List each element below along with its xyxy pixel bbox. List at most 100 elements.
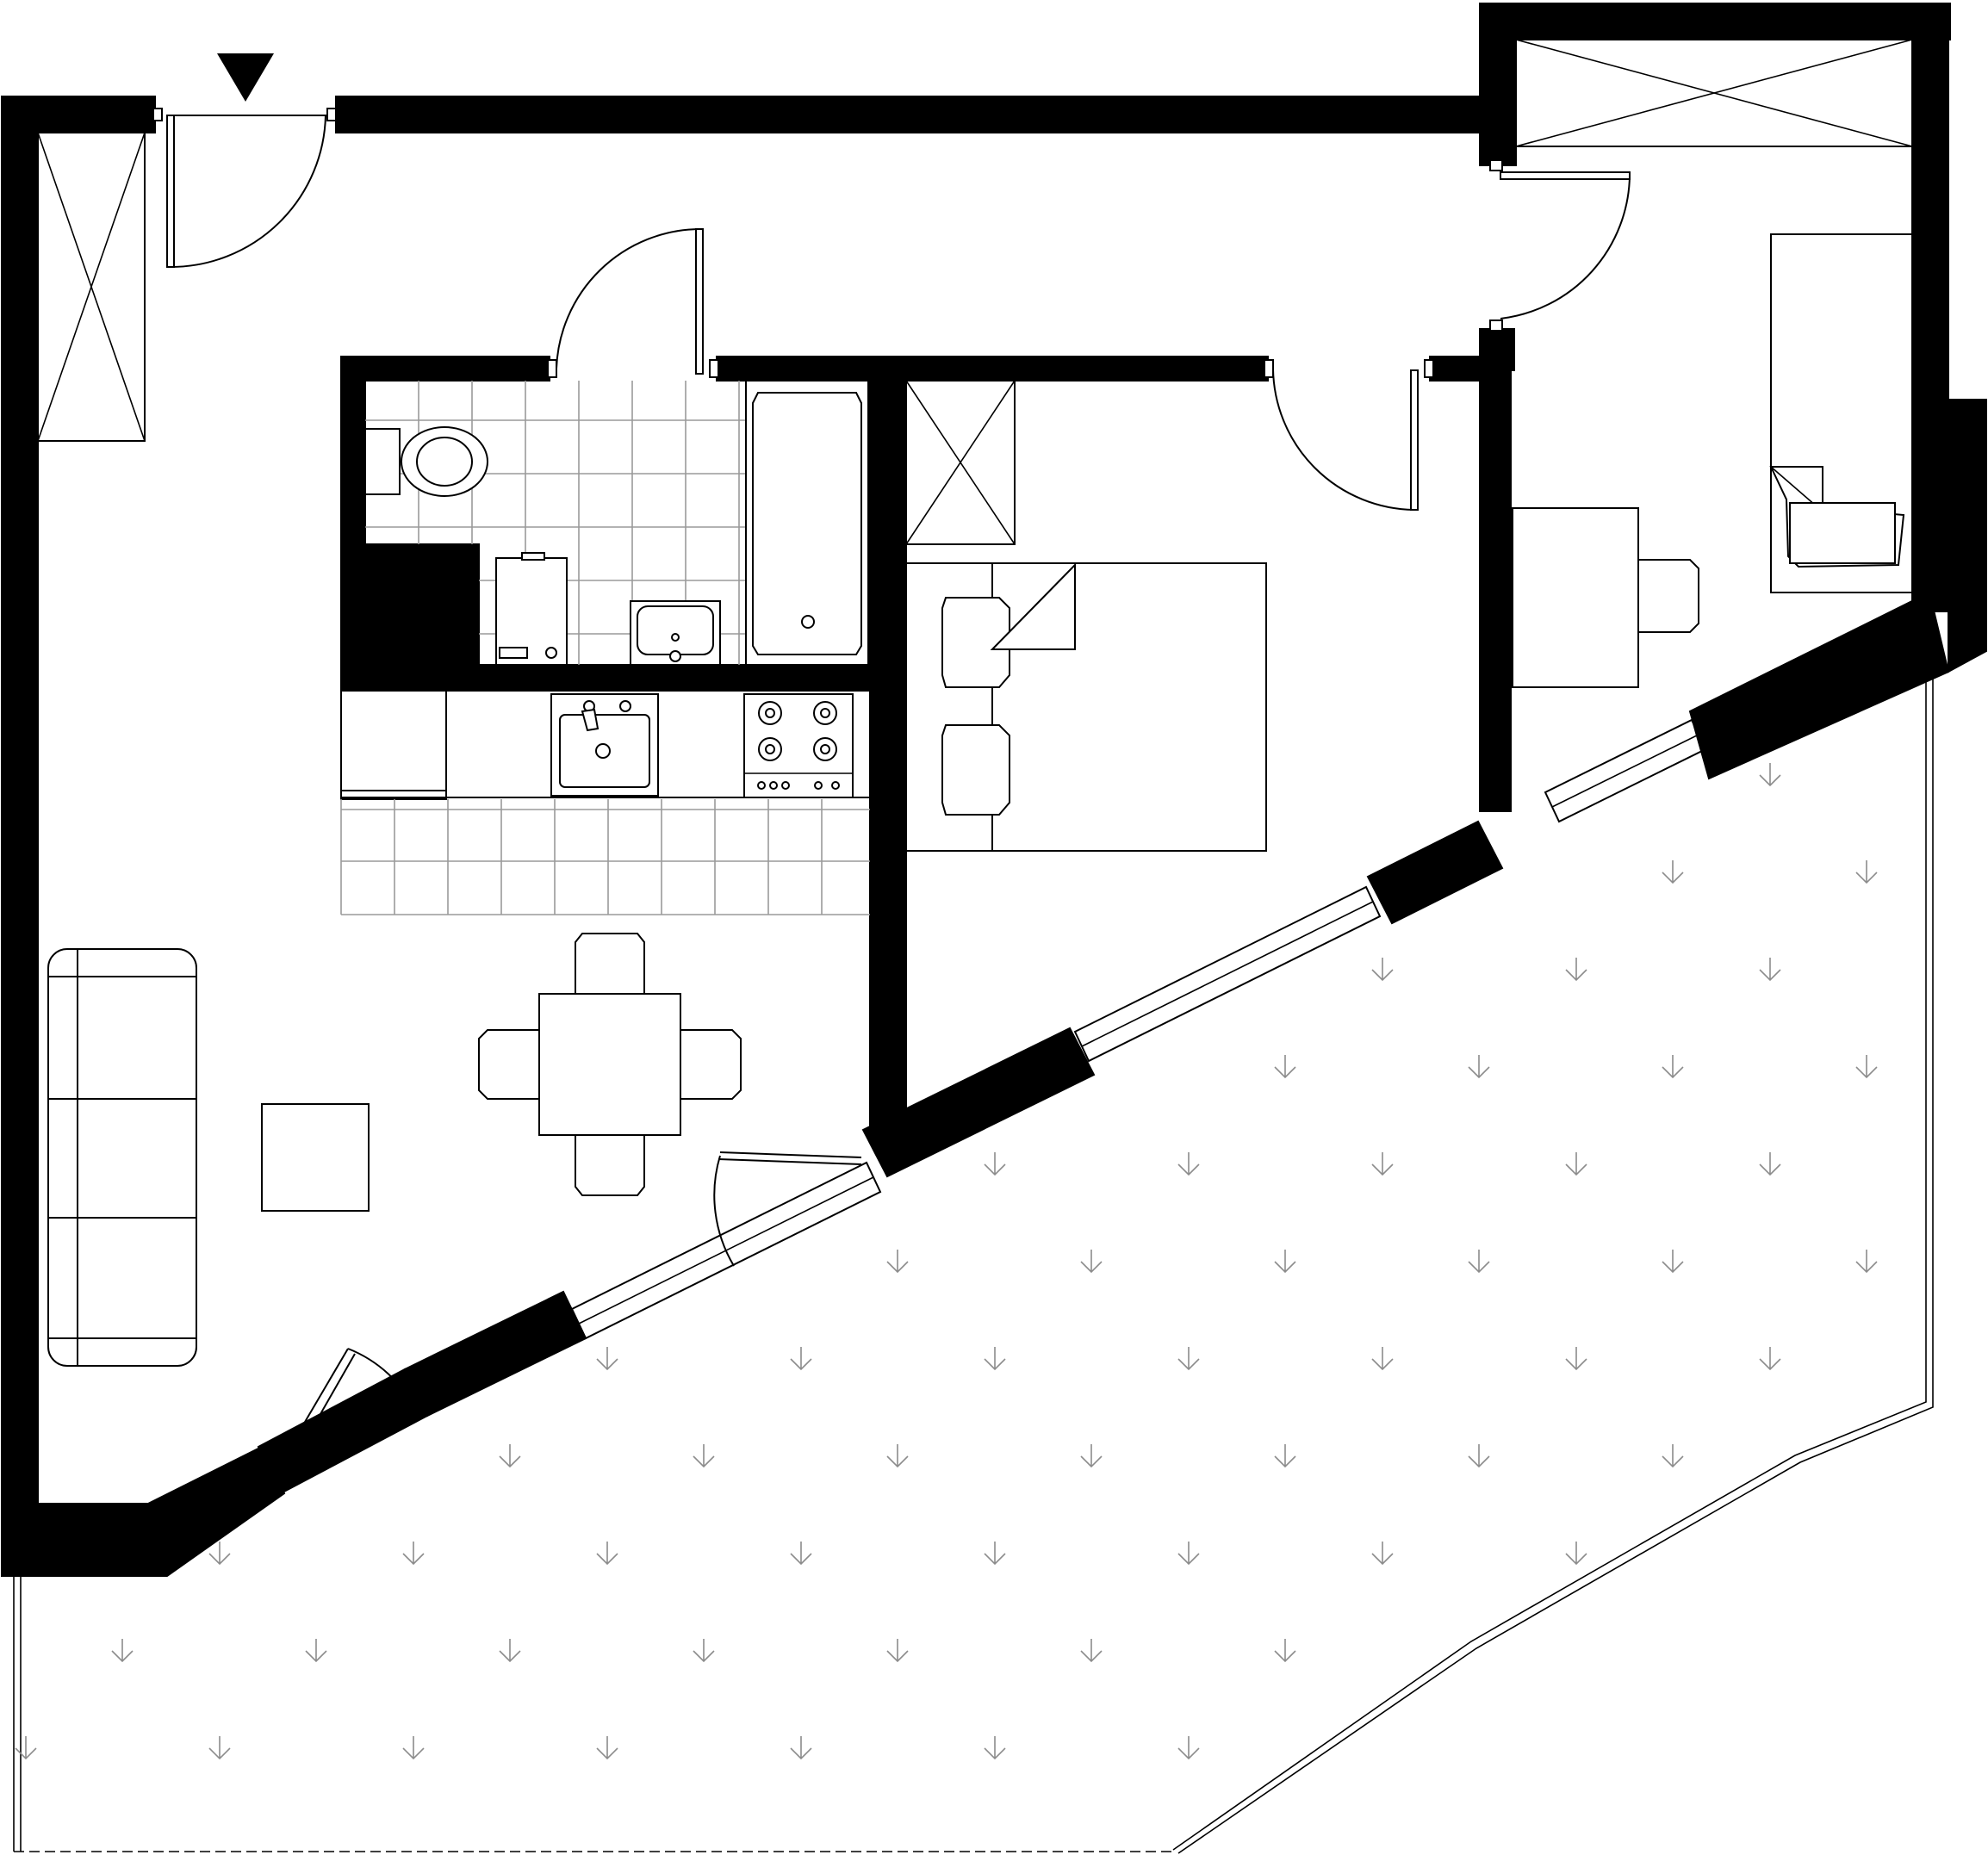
wall-bedroom2-west [1479, 328, 1512, 812]
kitchen-sink-icon [550, 693, 659, 797]
bathtub-icon [745, 380, 869, 666]
wall-east-jut [1948, 399, 1987, 673]
deck-arrow-down-icon [790, 1542, 812, 1566]
deck-arrow-down-icon [402, 1736, 425, 1760]
bed-pillow-top [941, 597, 1010, 688]
deck-arrow-down-icon [1565, 1347, 1587, 1371]
deck-arrow-down-icon [1855, 1055, 1878, 1079]
wardrobes [37, 39, 1913, 545]
second-bedroom [1512, 233, 1913, 688]
deck-arrow-down-icon [790, 1736, 812, 1760]
coffee-table [261, 1103, 370, 1212]
terrace [13, 668, 1934, 1854]
deck-arrow-down-icon [1662, 860, 1684, 884]
deck-arrow-down-icon [1468, 1444, 1490, 1468]
wall-north-mid [335, 96, 1482, 133]
entrance-door[interactable] [152, 108, 337, 268]
deck-arrow-down-icon [1468, 1250, 1490, 1274]
dining-chair-east [680, 1029, 742, 1100]
deck-arrow-down-icon [111, 1639, 134, 1663]
deck-arrow-down-icon [1662, 1250, 1684, 1274]
deck-arrow-down-icon [1759, 1347, 1781, 1371]
deck-arrow-down-icon [1274, 1055, 1296, 1079]
deck-arrow-down-icon [1177, 1152, 1200, 1176]
deck-arrow-down-icon [1759, 1152, 1781, 1176]
wall-bedroom-door-stub [1429, 356, 1481, 382]
balcony-door-living[interactable] [283, 1348, 418, 1463]
deck-arrow-down-icon [15, 1736, 37, 1760]
deck-arrow-down-icon [596, 1542, 618, 1566]
deck-arrow-down-icon [886, 1639, 909, 1663]
deck-arrow-down-icon [499, 1639, 521, 1663]
dining-chair-west [478, 1029, 540, 1100]
deck-arrow-down-icon [1662, 1444, 1684, 1468]
deck-arrow-down-icon [1274, 1444, 1296, 1468]
wall-bath-north-right [716, 356, 1269, 382]
wall-south-pier-4 [1688, 591, 1950, 780]
deck-arrow-down-icon [1468, 1055, 1490, 1079]
bedroom [905, 562, 1267, 852]
deck-arrow-down-icon [1274, 1250, 1296, 1274]
deck-arrow-down-icon [693, 1639, 715, 1663]
desk [1512, 507, 1639, 688]
deck-arrow-down-icon [1565, 1542, 1587, 1566]
deck-arrow-down-icon [208, 1736, 231, 1760]
wall-bath-north-left [340, 356, 550, 382]
deck-arrow-down-icon [1371, 1347, 1394, 1371]
deck-arrow-down-icon [1371, 1542, 1394, 1566]
deck-arrow-down-icon [984, 1152, 1006, 1176]
bathroom [364, 380, 869, 666]
window-living-right [570, 1161, 882, 1340]
bed-blanket-fold [990, 562, 1076, 650]
wall-west [1, 96, 39, 1577]
toilet-icon [364, 426, 488, 497]
deck-arrow-down-icon [886, 1444, 909, 1468]
deck-arrow-down-icon [1080, 1250, 1103, 1274]
deck-arrow-down-icon [208, 1542, 231, 1566]
deck-arrow-down-icon [1565, 1152, 1587, 1176]
balcony-door-dining[interactable] [713, 1151, 862, 1267]
deck-arrow-down-icon [1371, 958, 1394, 982]
deck-arrow-down-icon [1565, 958, 1587, 982]
deck-arrow-down-icon [596, 1347, 618, 1371]
wardrobe-hall [37, 132, 146, 442]
wardrobe-bedroom [905, 380, 1016, 545]
window-bedroom2 [1544, 718, 1707, 823]
wall-south-pier-1 [403, 1290, 587, 1418]
dining-table-set [478, 933, 742, 1196]
deck-arrow-down-icon [984, 1736, 1006, 1760]
kitchen [340, 690, 871, 915]
deck-arrow-down-icon [790, 1347, 812, 1371]
washing-machine-icon [495, 552, 568, 666]
deck-arrow-down-icon [984, 1347, 1006, 1371]
bedroom2-door[interactable] [1489, 159, 1631, 332]
entrance-marker-triangle-down-icon [217, 53, 274, 102]
wall-east [1911, 3, 1949, 612]
wall-south-pier-3 [1366, 820, 1504, 925]
bathroom-door[interactable] [547, 228, 719, 378]
double-bed-icon [905, 562, 1267, 852]
deck-arrow-down-icon [1759, 958, 1781, 982]
wall-north-left [1, 96, 156, 133]
wall-south-pier-0 [257, 1368, 429, 1495]
doors [152, 53, 1631, 1463]
deck-arrow-down-icon [886, 1250, 909, 1274]
stove-icon [743, 693, 854, 798]
wall-bath-south [340, 664, 871, 692]
terrace-railing [13, 668, 1934, 1854]
window-bedroom [1073, 885, 1382, 1063]
deck-arrow-down-icon [1662, 1055, 1684, 1079]
deck-arrow-down-icon [1177, 1542, 1200, 1566]
deck-arrow-down-icon [596, 1736, 618, 1760]
wall-sw-corner [1, 1445, 286, 1577]
dining-chair-north [575, 933, 645, 995]
wall-bedroom-west [869, 378, 907, 1129]
deck-arrow-down-icon [693, 1444, 715, 1468]
living-dining [47, 933, 742, 1367]
bedroom-door[interactable] [1264, 359, 1434, 511]
wall-south-pier-2 [861, 1027, 1096, 1178]
sofa-icon [47, 948, 197, 1367]
washbasin-icon [630, 600, 721, 666]
deck-arrow-down-icon [1080, 1444, 1103, 1468]
